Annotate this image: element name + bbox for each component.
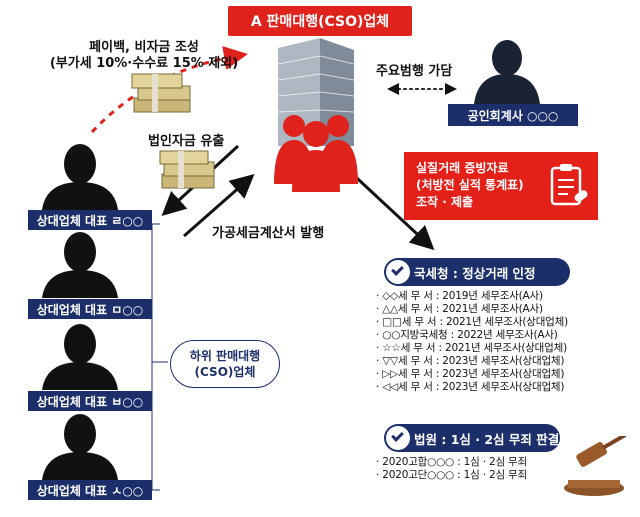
person-silhouette-icon (474, 40, 540, 104)
cso-company-title: A 판매대행(CSO)업체 (228, 6, 412, 36)
court-header: 법원 : 1심 · 2심 무죄 판결 (384, 424, 560, 452)
list-item: · ▽▽세 무 서 : 2023년 세무조사(상대업체) (376, 355, 565, 367)
check-icon (386, 426, 410, 450)
list-item: · ◇◇세 무 서 : 2019년 세무조사(A사) (376, 290, 543, 302)
list-item: · ☆☆세 무 서 : 2021년 세무조사(상대업체) (376, 342, 567, 354)
tax-office-header: 국세청 : 정상거래 인정 (384, 258, 570, 286)
list-item: · 2020고단○○○ : 1심 · 2심 무죄 (376, 469, 527, 481)
list-item: · ○○지방국세청 : 2022년 세무조사(A사) (376, 329, 558, 341)
gavel-icon (564, 436, 627, 496)
sub-cso-label: 하위 판매대행 (CSO)업체 (170, 340, 280, 388)
sub-cso-bracket (151, 223, 168, 491)
list-item: · 2020고합○○○ : 1심 · 2심 무죄 (376, 456, 527, 468)
list-item: · □□세 무 서 : 2021년 세무조사(상대업체) (376, 316, 568, 328)
payback-note: 페이백, 비자금 조성 (부가세 10%·수수료 15% 제외) (49, 40, 239, 71)
person-silhouette-icon (42, 324, 118, 390)
money-stack-icon (159, 150, 215, 189)
report-arrow (344, 166, 435, 251)
list-item: · ◁◁세 무 서 : 2023년 세무조사(상대업체) (376, 381, 565, 393)
fake-invoice-arrow (183, 174, 255, 238)
partner-label-4: 상대업체 대표 ㅅ○○ (28, 480, 152, 500)
accomplice-label: 주요범행 가담 (376, 64, 453, 79)
partner-label-2: 상대업체 대표 ㅁ○○ (28, 299, 152, 319)
fund-outflow-label: 법인자금 유출 (148, 134, 225, 149)
list-item: · △△세 무 서 : 2021년 세무조사(A사) (376, 303, 543, 315)
person-silhouette-icon (42, 144, 118, 210)
list-item: · ▷▷세 무 서 : 2023년 세무조사(상대업체) (376, 368, 565, 380)
clipboard-icon (550, 164, 588, 206)
check-icon (386, 260, 410, 284)
payback-arrow (90, 46, 248, 134)
money-stack-icon (131, 73, 191, 113)
partner-label-3: 상대업체 대표 ㅂ○○ (28, 391, 152, 411)
tax-office-list: · ◇◇세 무 서 : 2019년 세무조사(A사) · △△세 무 서 : 2… (376, 290, 612, 394)
person-silhouette-icon (42, 232, 118, 298)
red-people-icon (274, 115, 358, 192)
court-list: · 2020고합○○○ : 1심 · 2심 무죄 · 2020고단○○○ : 1… (376, 456, 576, 482)
partner-label-1: 상대업체 대표 ㄹ○○ (28, 210, 152, 230)
building-icon (274, 38, 358, 192)
accountant-label: 공인회계사 ○○○ (448, 104, 578, 126)
person-silhouette-icon (42, 414, 118, 480)
fake-invoice-label: 가공세금계산서 발행 (212, 226, 325, 241)
